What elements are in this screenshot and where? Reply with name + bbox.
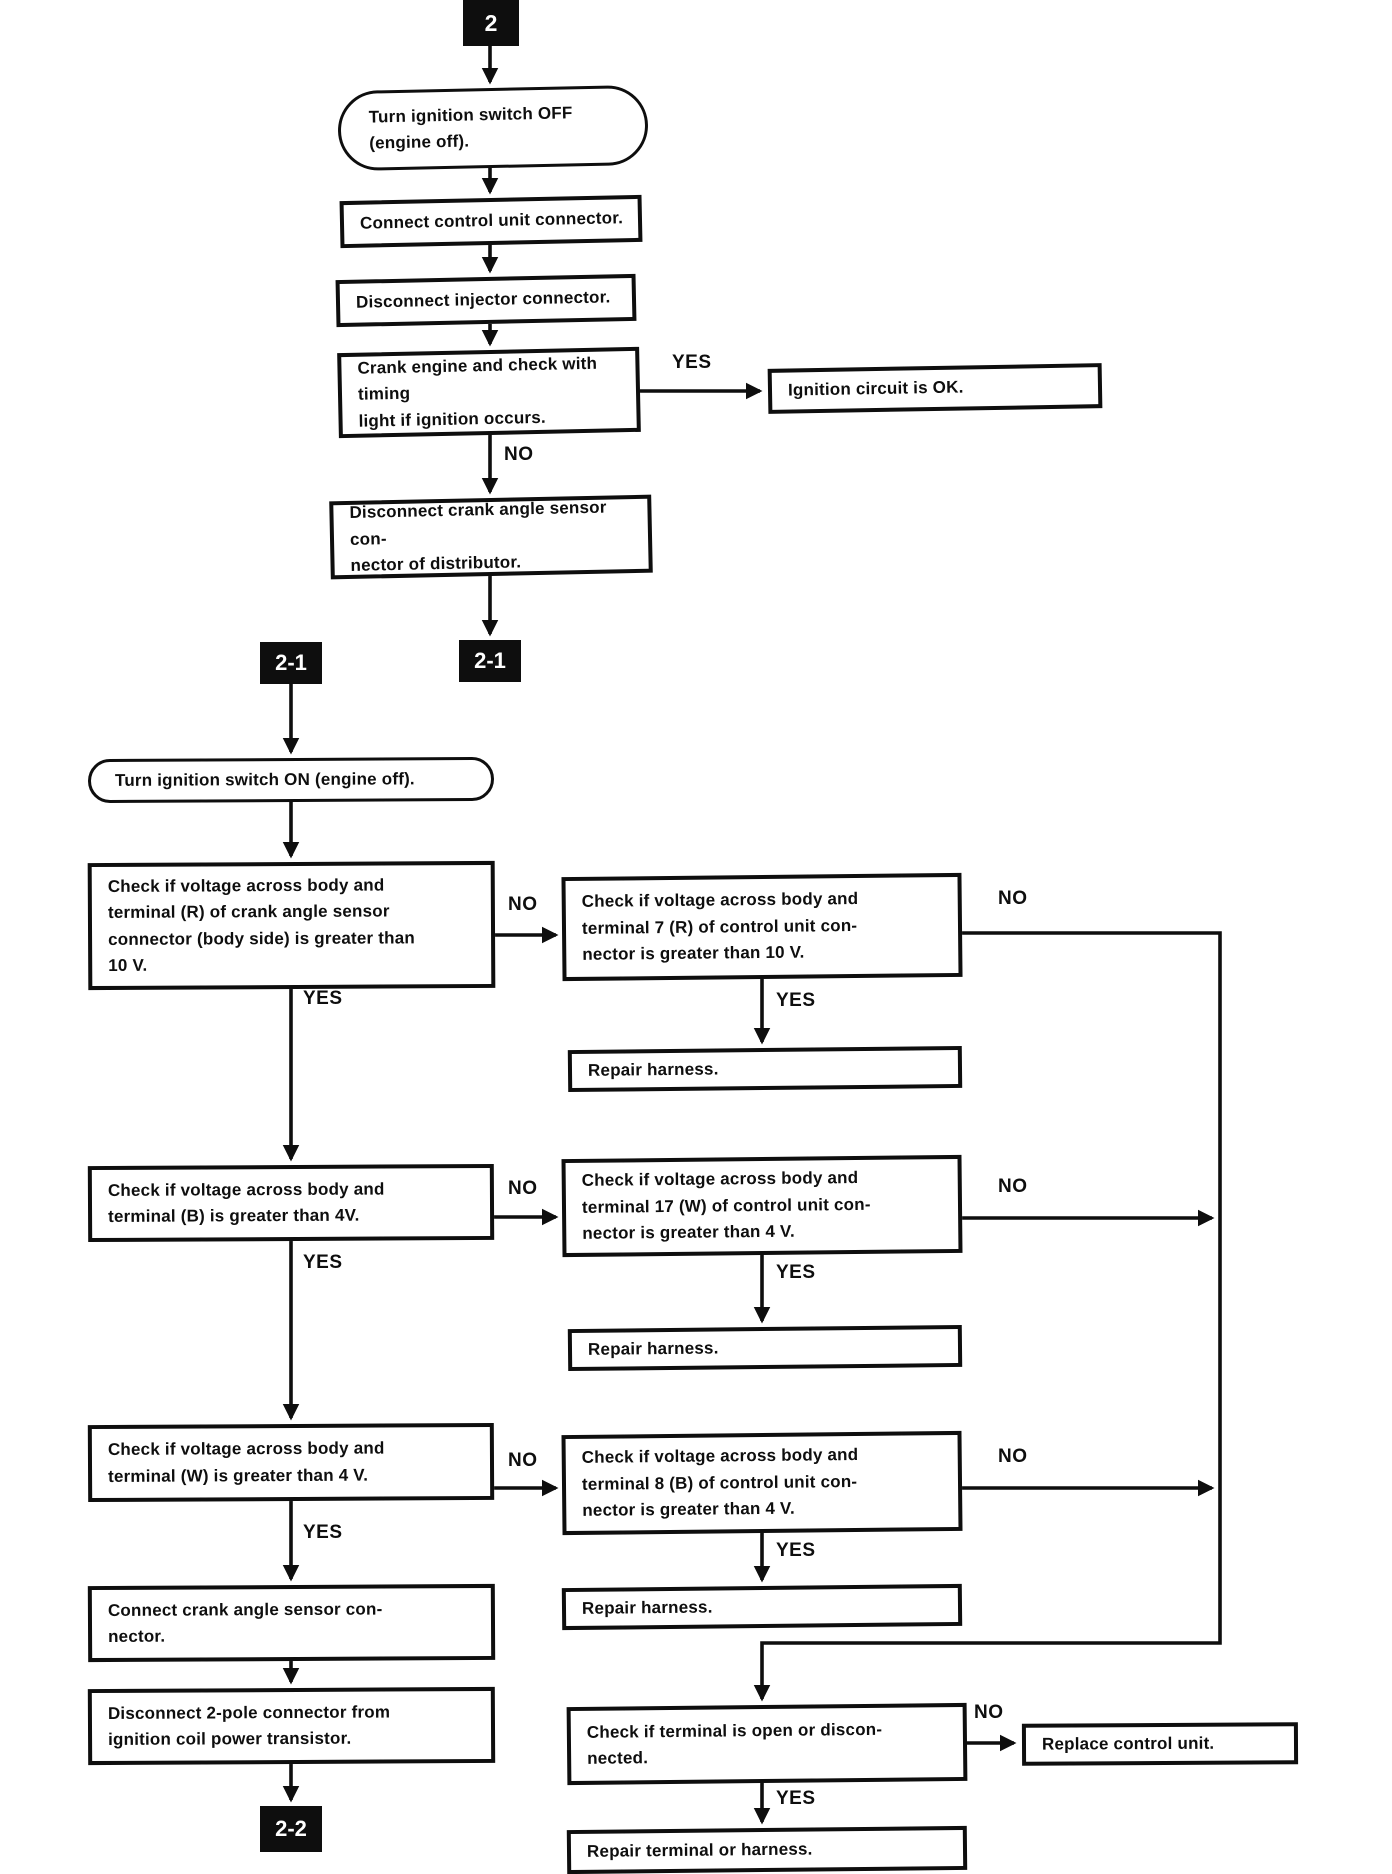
node-text: terminal (B) is greater than 4V.: [108, 1205, 360, 1226]
node-text: terminal (W) is greater than 4 V.: [108, 1465, 369, 1486]
node-text: (engine off).: [369, 131, 470, 153]
node-text: Check if voltage across body and: [581, 1168, 859, 1191]
node-text: terminal 7 (R) of control unit con-: [581, 915, 858, 938]
node-text: light if ignition occurs.: [358, 407, 547, 431]
node-text: Check if voltage across body and: [581, 1445, 859, 1468]
decision-voltage-terminal-w: Check if voltage across body and termina…: [87, 1422, 495, 1503]
node-text: nector is greater than 4 V.: [582, 1221, 796, 1244]
node-text: terminal (R) of crank angle sensor: [107, 901, 390, 923]
node-text: Check if voltage across body and: [107, 1179, 385, 1200]
edge-label-yes-check-w: YES: [303, 1522, 343, 1543]
edge-label-yes-check-8b: YES: [776, 1540, 816, 1561]
edge-label-yes-check-17w: YES: [776, 1262, 816, 1283]
node-text: Repair harness.: [587, 1059, 719, 1080]
node-text: Connect crank angle sensor con-: [107, 1599, 383, 1620]
edge-label-yes-terminal: YES: [776, 1788, 816, 1809]
node-text: Ignition circuit is OK.: [787, 377, 964, 400]
edge-label-yes-crank: YES: [672, 352, 712, 373]
process-disconnect-crank-angle-sensor: Disconnect crank angle sensor con- necto…: [329, 494, 653, 580]
terminator-ignition-off: Turn ignition switch OFF (engine off).: [337, 84, 649, 172]
node-text: Crank engine and check with timing: [357, 353, 598, 405]
result-repair-terminal-or-harness: Repair terminal or harness.: [566, 1825, 968, 1874]
process-disconnect-injector: Disconnect injector connector.: [335, 273, 637, 328]
terminator-ignition-on: Turn ignition switch ON (engine off).: [87, 756, 495, 804]
result-ignition-circuit-ok: Ignition circuit is OK.: [767, 363, 1103, 414]
result-repair-harness-3: Repair harness.: [561, 1583, 963, 1631]
node-text: 10 V.: [108, 955, 148, 975]
node-text: nector is greater than 10 V.: [582, 942, 805, 965]
edge-label-no-terminal: NO: [974, 1702, 1004, 1723]
result-repair-harness-1: Repair harness.: [567, 1045, 963, 1093]
node-text: Check if voltage across body and: [107, 1438, 385, 1460]
connector-tag-2: 2: [463, 0, 519, 46]
edge-label-yes-check-7r: YES: [776, 990, 816, 1011]
decision-crank-engine-timing-light: Crank engine and check with timing light…: [337, 346, 641, 439]
node-text: Repair harness.: [587, 1338, 719, 1359]
node-text: nector is greater than 4 V.: [582, 1498, 796, 1521]
decision-voltage-terminal-r: Check if voltage across body and termina…: [87, 860, 496, 991]
process-connect-crank-angle-sensor: Connect crank angle sensor con- nector.: [87, 1583, 496, 1663]
edge-label-no-check-8b: NO: [998, 1446, 1028, 1467]
node-text: Disconnect crank angle sensor con-: [349, 498, 607, 549]
node-text: ignition coil power transistor.: [108, 1728, 352, 1749]
node-text: Check if voltage across body and: [581, 889, 859, 912]
decision-voltage-terminal-8b: Check if voltage across body and termina…: [561, 1430, 963, 1536]
connector-tag-2-1-source: 2-1: [260, 642, 322, 684]
node-text: Check if voltage across body and: [107, 875, 385, 896]
node-text: Connect control unit connector.: [359, 208, 624, 234]
connector-tag-2-2: 2-2: [260, 1806, 322, 1852]
node-text: terminal 8 (B) of control unit con-: [581, 1471, 858, 1494]
decision-voltage-terminal-17w: Check if voltage across body and termina…: [561, 1154, 963, 1258]
decision-terminal-open-disconnected: Check if terminal is open or discon- nec…: [566, 1702, 968, 1786]
node-text: Repair harness.: [581, 1597, 713, 1618]
process-connect-control-unit: Connect control unit connector.: [339, 194, 643, 249]
node-text: Replace control unit.: [1041, 1733, 1215, 1754]
result-repair-harness-2: Repair harness.: [567, 1324, 963, 1372]
node-text: terminal 17 (W) of control unit con-: [581, 1194, 871, 1217]
node-text: Turn ignition switch ON (engine off).: [114, 769, 415, 790]
node-text: Repair terminal or harness.: [586, 1839, 813, 1861]
edge-label-yes-check-r: YES: [303, 988, 343, 1009]
node-text: nector.: [108, 1626, 166, 1646]
edge-label-no-check-w: NO: [508, 1450, 538, 1471]
process-disconnect-2pole-connector: Disconnect 2-pole connector from ignitio…: [87, 1686, 496, 1766]
edge-label-no-check-7r: NO: [998, 888, 1028, 909]
edge-label-no-check-r: NO: [508, 894, 538, 915]
result-replace-control-unit: Replace control unit.: [1021, 1722, 1299, 1766]
node-text: Disconnect injector connector.: [355, 287, 611, 313]
edge-label-no-check-b: NO: [508, 1178, 538, 1199]
connector-tag-2-1-target: 2-1: [459, 640, 521, 682]
edge-label-yes-check-b: YES: [303, 1252, 343, 1273]
decision-voltage-terminal-7r: Check if voltage across body and termina…: [561, 872, 963, 982]
node-text: nected.: [587, 1748, 649, 1768]
edge-label-no-crank: NO: [504, 444, 534, 465]
node-text: Disconnect 2-pole connector from: [107, 1702, 391, 1723]
node-text: Check if terminal is open or discon-: [586, 1719, 883, 1742]
edge-label-no-check-17w: NO: [998, 1176, 1028, 1197]
node-text: connector (body side) is greater than: [108, 927, 415, 949]
decision-voltage-terminal-b: Check if voltage across body and termina…: [87, 1163, 495, 1243]
